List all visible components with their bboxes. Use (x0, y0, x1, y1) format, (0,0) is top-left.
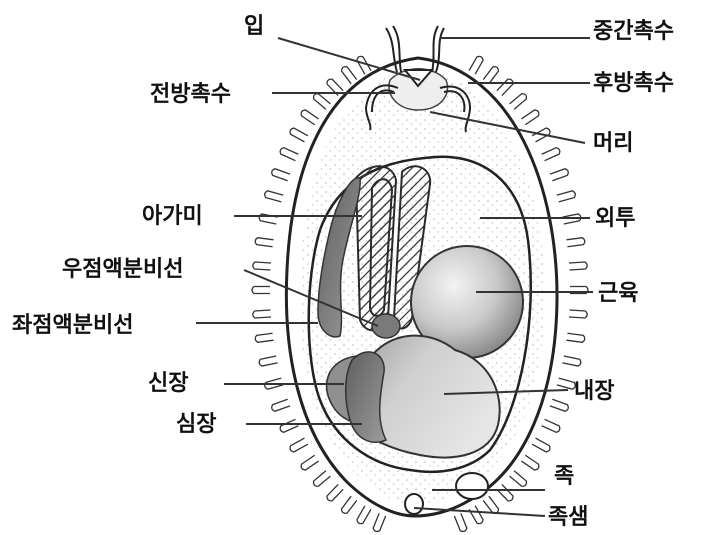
tentacle (497, 484, 513, 500)
tentacle (314, 94, 331, 110)
label-head: 머리 (593, 131, 633, 156)
label-heart: 심장 (176, 412, 216, 437)
tentacle (557, 191, 575, 202)
tentacle (314, 471, 331, 487)
tentacle (562, 356, 580, 366)
tentacle (280, 419, 298, 432)
label-kidney: 신장 (148, 371, 188, 396)
tentacle (521, 455, 538, 470)
tentacle (569, 310, 587, 318)
tentacle (272, 399, 290, 411)
label-left-mucous-gland: 좌점액분비선 (12, 313, 133, 338)
tentacle (252, 287, 270, 294)
tentacle (272, 169, 290, 181)
tentacle (253, 262, 271, 270)
tentacle (483, 67, 498, 84)
tentacle (557, 378, 575, 389)
tentacle (301, 455, 318, 470)
tentacle (290, 438, 308, 452)
foot (456, 473, 488, 499)
tentacle (532, 438, 550, 452)
tentacle (301, 110, 318, 125)
tentacle (521, 110, 538, 125)
tentacle (341, 67, 356, 84)
tentacle (280, 148, 298, 161)
tentacle (542, 148, 560, 161)
tentacle (483, 496, 498, 513)
tentacle (255, 333, 273, 342)
label-viscera: 내장 (574, 379, 614, 404)
label-right-mucous-gland: 우점액분비선 (62, 257, 183, 282)
label-anterior-cirrus: 전방촉수 (150, 82, 231, 107)
tentacle (569, 262, 587, 270)
tentacle (566, 333, 584, 342)
tentacle (255, 238, 273, 247)
tentacle (510, 94, 527, 110)
tentacle (469, 506, 483, 524)
tentacle (469, 56, 483, 74)
tentacle (542, 419, 560, 432)
label-mouth: 입 (244, 14, 264, 39)
tentacle (327, 484, 343, 500)
tentacle (265, 191, 283, 202)
tentacle (357, 506, 371, 524)
tentacle (454, 513, 466, 531)
tentacle (259, 356, 277, 366)
label-gill: 아가미 (142, 204, 203, 229)
tentacle (341, 496, 356, 513)
tentacle (253, 310, 271, 318)
tentacle (373, 513, 385, 531)
tentacle (510, 471, 527, 487)
tentacle (290, 128, 308, 142)
tentacle (497, 79, 513, 95)
label-posterior-cirrus: 후방촉수 (593, 71, 674, 96)
foot-gland (405, 494, 423, 514)
tentacle (550, 169, 568, 181)
label-muscle: 근육 (598, 281, 638, 306)
tentacle (566, 238, 584, 247)
label-foot-gland: 족샘 (548, 505, 588, 530)
label-middle-cirrus: 중간촉수 (593, 19, 674, 44)
label-foot: 족 (554, 464, 574, 489)
label-mantle: 외투 (595, 206, 635, 231)
tentacle (550, 399, 568, 411)
